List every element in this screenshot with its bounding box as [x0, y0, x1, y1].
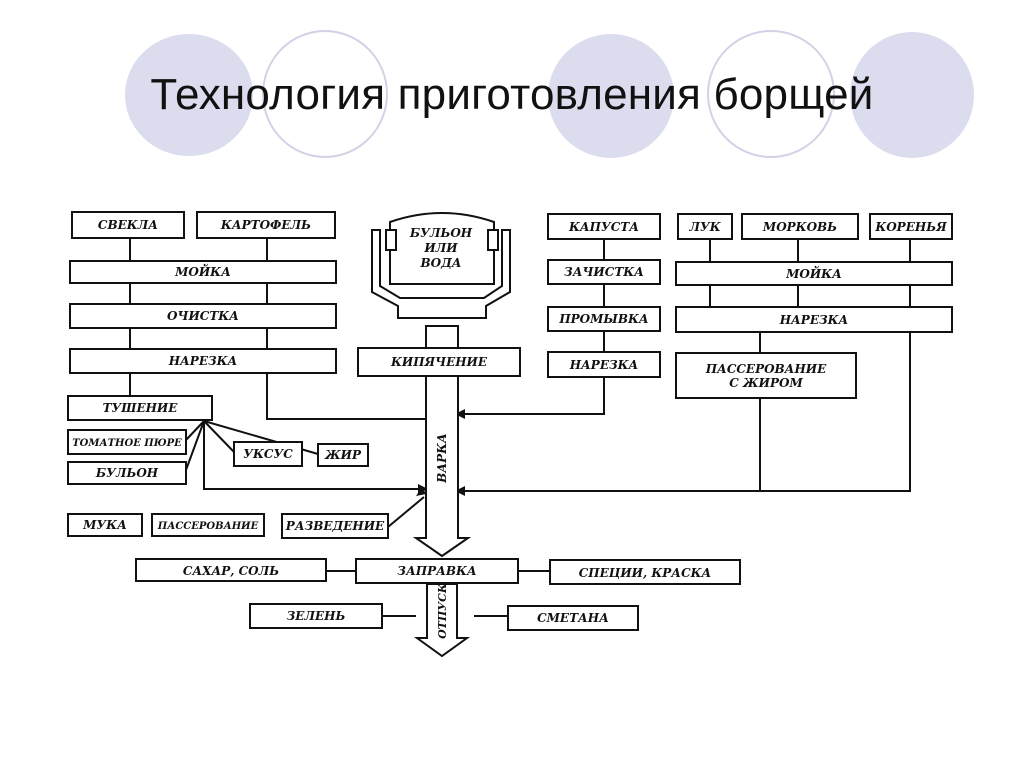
moika-right-label: МОЙКА	[785, 265, 842, 281]
smetana-label: СМЕТАНА	[537, 611, 609, 625]
morkov-label: МОРКОВЬ	[762, 220, 837, 234]
specii-label: СПЕЦИИ, КРАСКА	[579, 566, 712, 580]
kipyachenie-label: КИПЯЧЕНИЕ	[390, 355, 488, 369]
zachistka-label: ЗАЧИСТКА	[564, 265, 644, 279]
pot-label-line2: ИЛИ	[423, 241, 458, 255]
kartofel-label: КАРТОФЕЛЬ	[220, 218, 311, 232]
narezka-left-label: НАРЕЗКА	[168, 354, 238, 368]
pot-label-line1: БУЛЬОН	[409, 226, 473, 240]
zelen-label: ЗЕЛЕНЬ	[287, 609, 346, 623]
slide-title: Технология приготовления борщей	[150, 70, 874, 119]
korenya-label: КОРЕНЬЯ	[874, 220, 947, 234]
zapravka-label: ЗАПРАВКА	[397, 564, 476, 578]
decor-circle-1	[125, 34, 253, 156]
kapusta-label: КАПУСТА	[568, 220, 639, 234]
uksus-label: УКСУС	[243, 447, 293, 461]
otpusk-label: ОТПУСК	[436, 582, 449, 639]
narezka-right-label: НАРЕЗКА	[779, 313, 849, 327]
bulon-label: БУЛЬОН	[95, 466, 159, 480]
decor-circle-5	[850, 32, 974, 158]
sahar-sol-label: САХАР, СОЛЬ	[183, 564, 279, 578]
varka-label: ВАРКА	[435, 433, 449, 484]
passerovanie-right-line1: ПАССЕРОВАНИЕ	[705, 362, 827, 376]
passerovanie-left-label: ПАССЕРОВАНИЕ	[157, 521, 259, 532]
pot-label-line3: ВОДА	[419, 256, 461, 270]
promyvka-label: ПРОМЫВКА	[558, 312, 648, 326]
luk-label: ЛУК	[688, 220, 721, 234]
ochistka-label: ОЧИСТКА	[167, 309, 239, 323]
moika-left-label: МОЙКА	[174, 263, 231, 279]
decor-circle-4	[707, 30, 835, 158]
zhir-label: ЖИР	[324, 448, 362, 462]
tomat-label: ТОМАТНОЕ ПЮРЕ	[72, 438, 182, 449]
muka-label: МУКА	[82, 518, 127, 532]
svekla-label: СВЕКЛА	[98, 218, 158, 232]
narezka-cabbage-label: НАРЕЗКА	[569, 358, 639, 372]
decor-circle-2	[262, 30, 388, 158]
razvedenie-label: РАЗВЕДЕНИЕ	[285, 519, 385, 533]
decor-circle-3	[548, 34, 674, 158]
passerovanie-right-line2: С ЖИРОМ	[729, 376, 803, 390]
tushenie-label: ТУШЕНИЕ	[103, 401, 179, 415]
